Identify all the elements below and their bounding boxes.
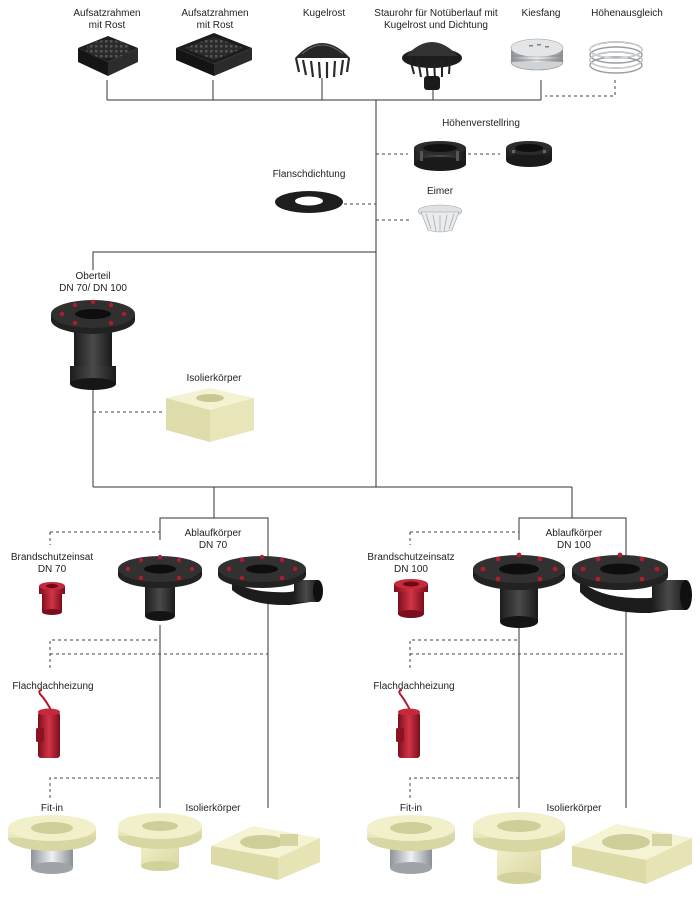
label-isolierkoerper-top: Isolierkörper	[186, 373, 242, 384]
fit-in-icon	[8, 815, 96, 874]
label-hoehenverstellring: Höhenverstellring	[442, 118, 520, 129]
label-aufsatzrahmen-2: Aufsatzrahmen	[181, 8, 248, 19]
label-fitin-right: Fit-in	[400, 803, 422, 814]
label-oberteil: Oberteil	[75, 271, 110, 282]
label-brandschutz-70-sub: DN 70	[38, 564, 67, 575]
label-ablaufkoerper-70: Ablaufkörper	[185, 528, 242, 539]
label-ablaufkoerper-100: Ablaufkörper	[546, 528, 603, 539]
round-insulation-icon	[118, 813, 202, 871]
fit-in-right-icon	[367, 815, 455, 874]
label-staurohr-sub: Kugelrost und Dichtung	[384, 20, 488, 31]
upper-part-icon	[51, 299, 135, 390]
square-grate-frame-icon	[176, 33, 252, 76]
horizontal-drain-body-large-icon	[572, 552, 692, 614]
side-insulation-large-icon	[572, 824, 692, 884]
label-kugelrost: Kugelrost	[303, 8, 345, 19]
horizontal-drain-body-icon	[218, 554, 323, 606]
label-flachdachheizung-right: Flachdachheizung	[373, 681, 454, 692]
label-eimer: Eimer	[427, 186, 454, 197]
round-insulation-large-icon	[473, 812, 565, 884]
bucket-icon	[417, 204, 463, 233]
roof-heating-right-icon	[396, 689, 420, 758]
round-grate-frame-icon	[78, 36, 138, 76]
label-brandschutz-100: Brandschutzeinsatz	[367, 552, 454, 563]
label-flachdachheizung-left: Flachdachheizung	[12, 681, 93, 692]
label-brandschutz-70: Brandschutzeinsat	[11, 552, 93, 563]
fire-protection-insert-icon	[39, 582, 65, 615]
roof-heating-icon	[36, 689, 60, 758]
vertical-drain-body-icon	[118, 554, 202, 621]
label-ablaufkoerper-100-sub: DN 100	[557, 540, 591, 551]
insulation-block-icon	[166, 388, 254, 442]
label-isolierkoerper-right: Isolierkörper	[546, 803, 602, 814]
overflow-pipe-icon	[402, 42, 462, 90]
label-isolierkoerper-left: Isolierkörper	[185, 803, 241, 814]
label-brandschutz-100-sub: DN 100	[394, 564, 428, 575]
adjustment-ring-icon	[414, 141, 466, 171]
label-aufsatzrahmen-2-sub: mit Rost	[197, 20, 234, 31]
height-ring-icon	[589, 41, 643, 74]
labels: Aufsatzrahmen mit Rost Aufsatzrahmen mit…	[11, 8, 663, 814]
label-flanschdichtung: Flanschdichtung	[273, 169, 346, 180]
label-aufsatzrahmen-1-sub: mit Rost	[89, 20, 126, 31]
connector-lines	[49, 78, 627, 808]
label-aufsatzrahmen-1: Aufsatzrahmen	[73, 8, 140, 19]
label-staurohr: Staurohr für Notüberlauf mit	[374, 8, 498, 19]
side-insulation-icon	[211, 826, 320, 880]
label-ablaufkoerper-70-sub: DN 70	[199, 540, 228, 551]
label-fitin-left: Fit-in	[41, 803, 63, 814]
dome-grate-icon	[294, 43, 351, 79]
vertical-drain-body-large-icon	[473, 552, 565, 628]
label-kiesfang: Kiesfang	[522, 8, 561, 19]
label-hoehenausgleich: Höhenausgleich	[591, 8, 663, 19]
label-oberteil-sub: DN 70/ DN 100	[59, 283, 127, 294]
adjustment-ring-small-icon	[506, 141, 552, 167]
gravel-guard-icon	[510, 38, 564, 71]
fire-protection-insert-large-icon	[394, 579, 428, 618]
flange-gasket-icon	[275, 191, 343, 213]
